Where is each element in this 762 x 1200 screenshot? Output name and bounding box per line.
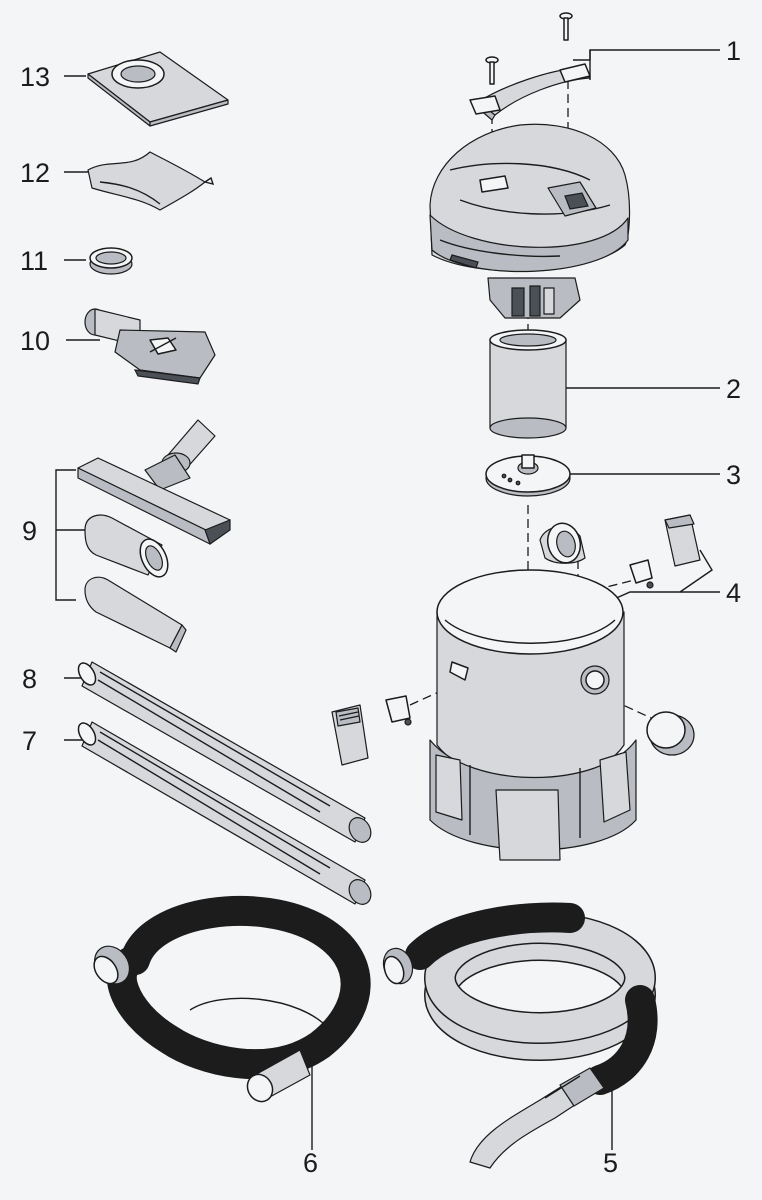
label-11: 11	[20, 246, 48, 276]
extension-tube-7	[75, 720, 375, 908]
label-2: 2	[726, 374, 741, 404]
label-8: 8	[22, 664, 37, 694]
container-tank	[430, 570, 636, 860]
cleaning-cloth	[88, 152, 213, 210]
label-3: 3	[726, 460, 741, 490]
label-12: 12	[20, 158, 50, 188]
label-7: 7	[22, 726, 37, 756]
leader-lines	[55, 49, 720, 1150]
adapter-ring	[90, 248, 132, 274]
floor-nozzle	[78, 420, 230, 544]
part-number-labels: 1 2 3 4 5 6 7 8 9 10 11 12 13	[20, 36, 741, 1178]
extension-tube-8	[75, 660, 375, 846]
label-13: 13	[20, 62, 50, 92]
outlet-cap	[647, 712, 694, 755]
inlet-adapter	[540, 520, 585, 567]
upholstery-nozzle	[85, 309, 215, 384]
filter-cartridge	[490, 330, 566, 438]
float-disc	[486, 455, 570, 496]
label-10: 10	[20, 326, 50, 356]
crevice-nozzle	[85, 577, 186, 652]
motor-head	[430, 124, 630, 318]
label-1: 1	[726, 36, 741, 66]
suction-hose-6	[87, 911, 355, 1106]
suction-hose-5	[379, 917, 643, 1168]
round-brush	[85, 515, 173, 581]
carry-handle	[470, 64, 590, 120]
label-4: 4	[726, 578, 741, 608]
filter-bag	[88, 52, 228, 126]
screw-left	[486, 57, 498, 84]
latch-clip-right	[630, 515, 700, 588]
label-6: 6	[303, 1148, 318, 1178]
screw-right	[560, 13, 572, 40]
label-5: 5	[603, 1148, 618, 1178]
latch-clip-left	[332, 696, 411, 765]
label-9: 9	[22, 516, 37, 546]
